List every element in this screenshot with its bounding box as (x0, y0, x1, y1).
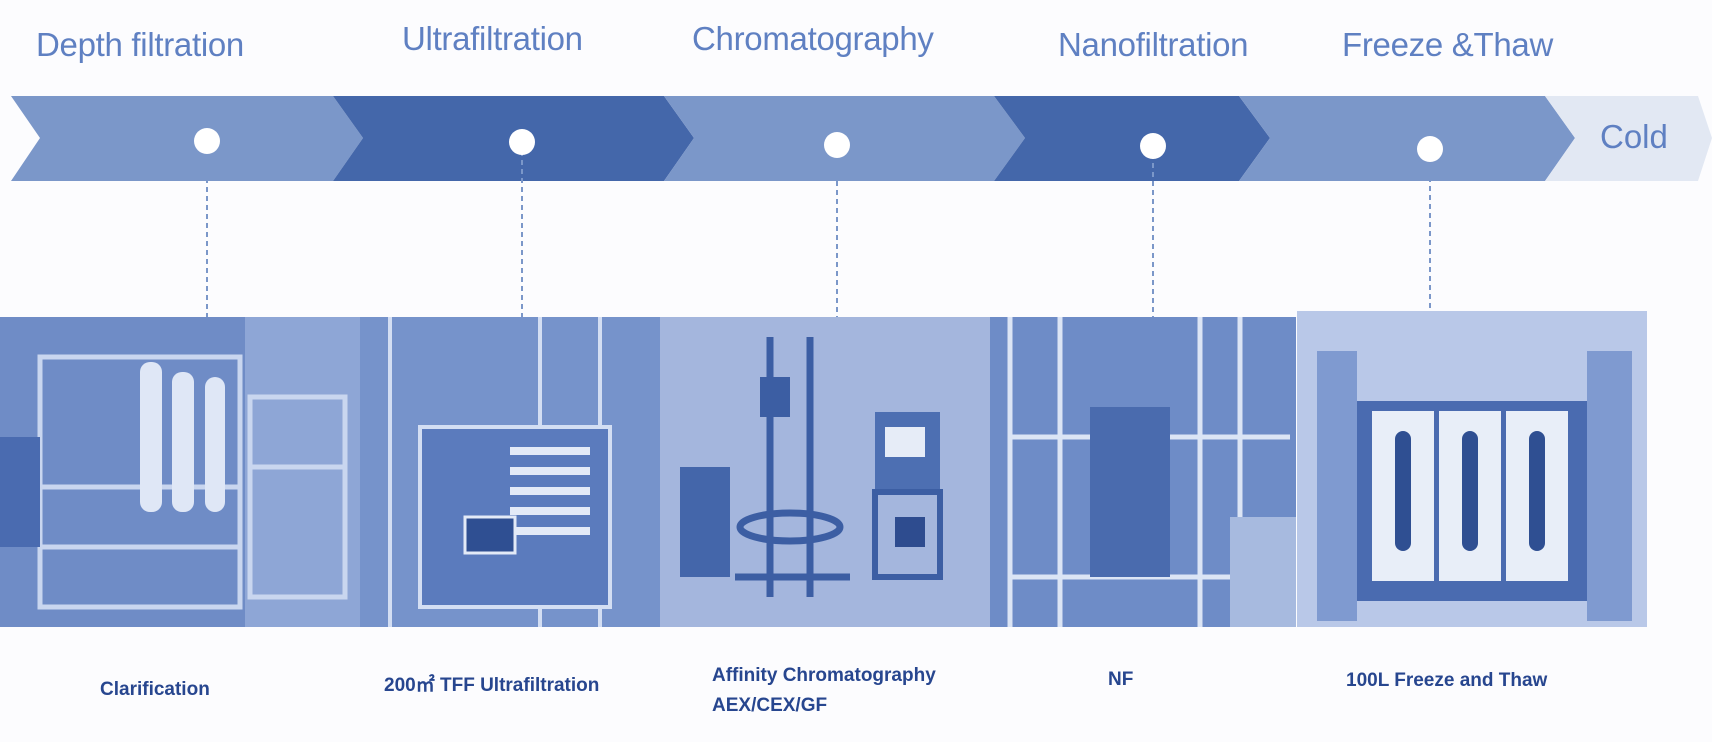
stage-title-depth-filtration: Depth filtration (36, 26, 244, 63)
arrow-segment-4 (994, 96, 1270, 181)
stage-title-cold: Cold (1600, 118, 1668, 155)
arrow-segment-cold (1545, 96, 1712, 181)
caption-nf: NF (1108, 669, 1134, 690)
timeline-dot-1 (194, 128, 220, 154)
caption-affinity-chromatography: Affinity Chromatography (712, 665, 936, 686)
caption-freeze-thaw: 100L Freeze and Thaw (1346, 670, 1548, 691)
photo-nanofiltration (990, 317, 1296, 627)
timeline-dot-3 (824, 132, 850, 158)
timeline-dot-5 (1417, 136, 1443, 162)
caption-aex-cex-gf: AEX/CEX/GF (712, 695, 828, 716)
photo-freeze-thaw (1297, 311, 1647, 627)
stage-title-freeze-thaw: Freeze &Thaw (1342, 26, 1553, 63)
timeline-dot-2 (509, 129, 535, 155)
timeline-dot-4 (1140, 133, 1166, 159)
arrow-segment-5 (1239, 96, 1575, 181)
caption-tff-ultrafiltration: 200㎡ TFF Ultrafiltration (384, 675, 600, 696)
stage-title-nanofiltration: Nanofiltration (1058, 26, 1249, 63)
caption-clarification: Clarification (100, 679, 210, 700)
photo-chromatography (660, 317, 990, 627)
arrow-segment-1 (11, 96, 363, 181)
stage-title-ultrafiltration: Ultrafiltration (402, 20, 583, 57)
photo-ultrafiltration (360, 317, 660, 627)
stage-title-chromatography: Chromatography (692, 20, 934, 57)
process-arrow-band (11, 96, 1712, 317)
photo-depth-filtration (0, 317, 360, 627)
